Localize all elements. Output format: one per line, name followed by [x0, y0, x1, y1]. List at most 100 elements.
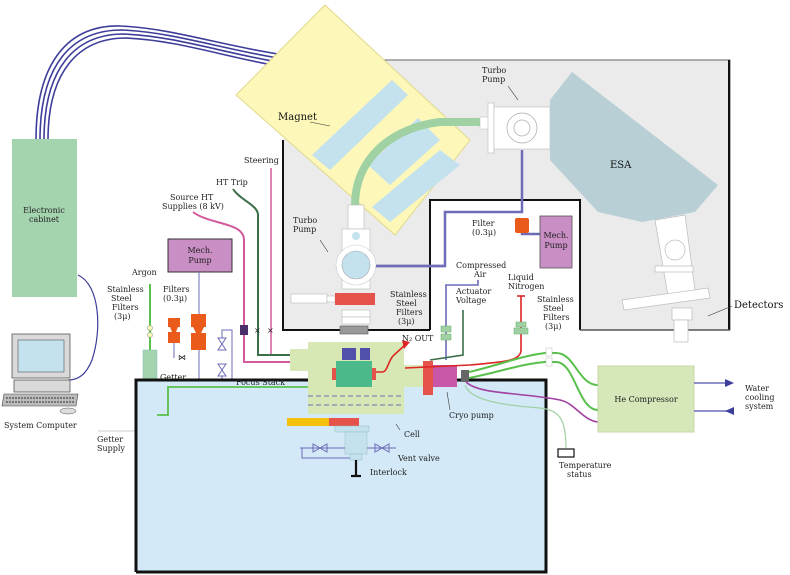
cryo-pump-pointer: [446, 391, 451, 411]
he-coupler-1: [545, 347, 553, 357]
compressed-air-label-1: Compressed: [456, 261, 506, 270]
cryo-pump: [433, 365, 457, 387]
tank-wall-right: [136, 378, 548, 574]
filters-left-label-2: (0.3μ): [163, 294, 187, 303]
n2-out-label: N₂ OUT: [402, 334, 434, 343]
detectors-pointer: [707, 305, 733, 317]
cell-pointer: [395, 423, 401, 431]
water-cooling-label-3: system: [745, 402, 774, 411]
ss-filters-right-label-2: Steel: [543, 304, 564, 313]
he-compressor-label: He Compressor: [614, 395, 677, 404]
interlock-label: Interlock: [370, 468, 407, 477]
gas-line-to-source: [157, 386, 340, 416]
mech-pump-left: [167, 238, 233, 273]
cryo-head: [461, 370, 469, 382]
cell-yellow: [287, 418, 329, 426]
cryo-flange: [423, 361, 433, 395]
ht-trip-line: [232, 188, 310, 356]
electronic-cabinet-label-2: cabinet: [29, 215, 60, 224]
ss-filters-right-label-3: Filters: [543, 313, 570, 322]
interlock: [351, 460, 361, 478]
ht-trip-label: HT Trip: [216, 178, 248, 187]
turbo-pump-mid-pointer: [319, 239, 329, 253]
electronic-cabinet-label-1: Electronic: [23, 206, 65, 215]
cryo-pump-label: Cryo pump: [449, 411, 494, 420]
connector-steering: ⨯: [267, 326, 274, 335]
source-electrode-right: [372, 368, 376, 380]
water-cooling-label-2: cooling: [745, 393, 775, 402]
valve-small: ⋈: [178, 353, 186, 362]
source-ht-line: [192, 211, 318, 363]
enclosure-wall-left: [282, 140, 430, 331]
he-coupler-2: [545, 357, 553, 367]
filters-left-label-1: Filters: [163, 285, 190, 294]
ss-filter-mid-1: [440, 325, 452, 333]
mech-pump-right-label-1: Mech.: [543, 231, 568, 240]
ss-filter-right-2: [513, 327, 529, 335]
he-compressor: [597, 365, 695, 433]
mech-pump-right: [539, 215, 573, 269]
temperature-status-label-1: Temperature: [559, 461, 612, 470]
filter-right-label-2: (0.3μ): [472, 228, 496, 237]
temperature-status-label-2: status: [567, 470, 592, 479]
temperature-indicator: [557, 448, 575, 458]
mech-pump-right-label-2: Pump: [544, 241, 567, 250]
magnet-pole-inner: [368, 118, 440, 185]
actuator-voltage-line: [429, 310, 464, 361]
cell-red: [329, 418, 359, 426]
filter-left-small: [168, 318, 180, 343]
ss-filters-left-label-3: Filters: [112, 303, 139, 312]
connector-ht-trip: ⨯: [254, 326, 261, 335]
vent-valve-label: Vent valve: [397, 454, 440, 463]
cell-body: [344, 431, 368, 455]
source-coil-1: [342, 348, 356, 360]
tank-wall-left: [134, 378, 320, 572]
mech-pump-left-label-1: Mech.: [187, 246, 212, 255]
ss-filters-left-label-2: Steel: [111, 294, 132, 303]
ss-filter-left-1: [147, 325, 153, 331]
getter-supply-label-1: Getter: [97, 435, 123, 444]
filter-left-large: [191, 314, 206, 350]
detector-assembly: [621, 214, 711, 343]
ss-filter-right-1: [515, 321, 527, 328]
filter-right-label-1: Filter: [472, 219, 495, 228]
system-computer: [1, 333, 79, 415]
he-power-line: [465, 381, 599, 423]
getter-label: Getter: [160, 373, 186, 382]
ss-filters-left-label-1: Stainless: [107, 285, 144, 294]
control-cables: [35, 25, 279, 141]
source-electrode-left: [332, 368, 336, 380]
temperature-line: [464, 384, 567, 449]
source-ht-label-1: Source HT: [170, 193, 214, 202]
cell-base: [349, 453, 363, 461]
magnet-pole-lower: [372, 150, 460, 222]
water-in-arrow: [725, 407, 734, 415]
water-out-arrow: [725, 379, 734, 387]
turbo-pump-top-label-1: Turbo: [482, 66, 506, 75]
magnet-label: Magnet: [278, 112, 317, 123]
source-feedthrough: [290, 349, 320, 371]
mech-pump-left-label-2: Pump: [188, 256, 211, 265]
ss-filters-mid-label-2: Steel: [396, 299, 417, 308]
ss-filters-mid-label-1: Stainless: [390, 290, 427, 299]
compressed-air-line: [445, 280, 479, 360]
turbo-pump-top-pointer: [507, 85, 519, 101]
cell-label: Cell: [404, 430, 420, 439]
connector-source-ht: [240, 325, 248, 335]
beam-tube: [351, 118, 480, 206]
cryo-coupling: [404, 365, 424, 387]
vent-valves: [300, 443, 396, 459]
focus-stack-label: Focus Stack: [236, 378, 285, 387]
magnet-pole-upper: [312, 80, 408, 170]
source-core: [336, 361, 372, 387]
ss-filters-mid-label-3: Filters: [396, 308, 423, 317]
turbo-pump-mid-label-1: Turbo: [293, 216, 317, 225]
electronic-cabinet: [12, 139, 77, 297]
turbo-pump-top: [487, 102, 551, 154]
liquid-nitrogen-label-2: Nitrogen: [508, 282, 544, 291]
source-coil-2: [360, 348, 370, 360]
ss-filter-mid-2: [440, 333, 452, 341]
system-computer-label: System Computer: [4, 421, 77, 430]
ss-filters-right-label-4: (3μ): [545, 322, 562, 331]
